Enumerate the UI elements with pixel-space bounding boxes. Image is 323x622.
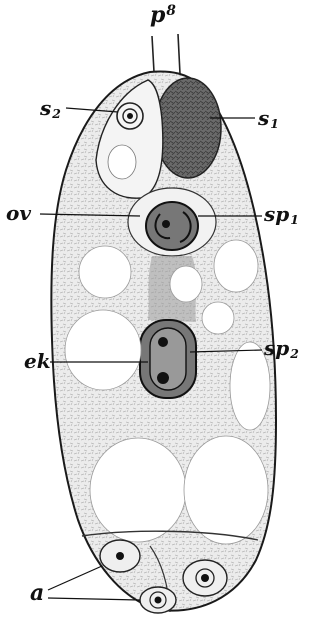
- label-ov: ov: [6, 203, 31, 223]
- label-s1: s1: [258, 108, 279, 131]
- pollen-tube: [152, 34, 180, 74]
- label-ek: ek: [24, 351, 51, 371]
- label-p8: p8: [150, 4, 176, 26]
- s2-nucleus: [127, 113, 133, 119]
- label-a: a: [30, 582, 44, 604]
- label-sp2: sp2: [264, 338, 299, 361]
- synergid-s1: [155, 78, 221, 178]
- s2-vacuole: [108, 145, 136, 179]
- label-sp1: sp1: [264, 204, 299, 227]
- label-s2: s2: [40, 98, 61, 121]
